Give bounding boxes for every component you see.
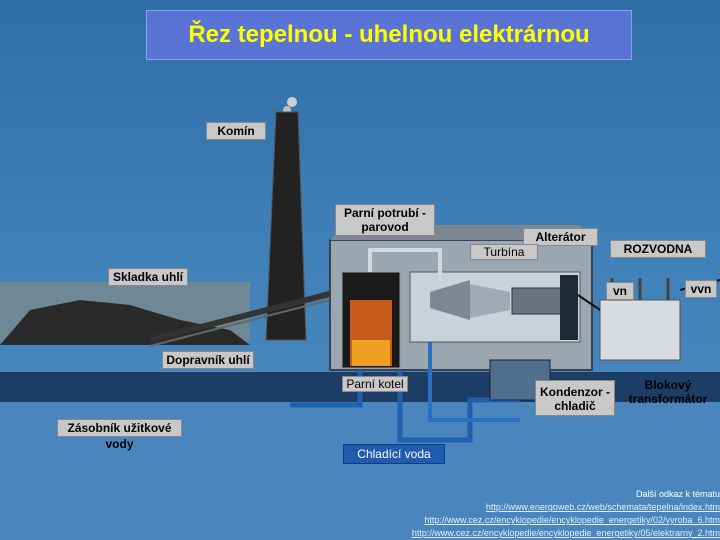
title-box: Řez tepelnou - uhelnou elektrárnou bbox=[146, 10, 632, 60]
label-alternator: Alterátor bbox=[523, 228, 598, 246]
label-block-transformer: Blokový transformátor bbox=[622, 378, 714, 406]
alternator bbox=[511, 287, 563, 315]
steam-pipe bbox=[368, 248, 442, 282]
label-boiler: Parní kotel bbox=[342, 376, 408, 392]
switchgear bbox=[560, 275, 578, 340]
label-condenser-line2: chladič bbox=[554, 399, 596, 413]
label-steam-pipe-line1: Parní potrubí - bbox=[344, 206, 426, 220]
hv-line bbox=[577, 294, 601, 311]
coal-pile bbox=[0, 300, 250, 345]
link-energoweb[interactable]: http://www.energoweb.cz/web/schemata/tep… bbox=[485, 502, 720, 512]
label-cooling-water: Chladící voda bbox=[343, 444, 445, 464]
related-links: Další odkaz k tématu http://www.energowe… bbox=[412, 488, 720, 540]
label-switchyard: ROZVODNA bbox=[610, 240, 706, 258]
label-water-reservoir: Zásobník užitkové vody bbox=[57, 419, 182, 451]
cooling-water-pipe bbox=[397, 370, 520, 443]
label-steam-pipe: Parní potrubí - parovod bbox=[335, 204, 435, 236]
smoke-puff bbox=[287, 97, 297, 107]
chimney bbox=[265, 111, 307, 341]
condenser-pipe bbox=[428, 342, 520, 422]
link-cez-elektrarny[interactable]: http://www.cez.cz/encyklopedie/encyklope… bbox=[411, 528, 720, 538]
label-vn: vn bbox=[606, 282, 634, 300]
label-coal-conveyor: Dopravník uhlí bbox=[162, 351, 254, 369]
label-chimney: Komín bbox=[206, 122, 266, 140]
boiler-flame bbox=[352, 340, 390, 366]
block-transformer bbox=[599, 299, 681, 361]
label-block-transformer-line2: transformátor bbox=[628, 392, 708, 406]
page-title: Řez tepelnou - uhelnou elektrárnou bbox=[188, 21, 590, 48]
coal-conveyor bbox=[149, 287, 346, 343]
label-condenser-line1: Kondenzor - bbox=[540, 385, 610, 399]
label-turbine: Turbína bbox=[470, 244, 538, 260]
link-cez-vyroba[interactable]: http://www.cez.cz/encyklopedie/encyklope… bbox=[424, 515, 720, 525]
label-vvn: vvn bbox=[685, 280, 717, 298]
label-condenser: Kondenzor - chladič bbox=[535, 380, 615, 416]
links-heading: Další odkaz k tématu bbox=[635, 489, 720, 499]
turbine bbox=[430, 280, 470, 320]
label-steam-pipe-line2: parovod bbox=[361, 220, 409, 234]
turbine-rotor bbox=[470, 284, 510, 318]
coal-conveyor-rail bbox=[149, 295, 346, 347]
label-block-transformer-line1: Blokový bbox=[644, 378, 692, 392]
label-coal-storage: Skladka uhlí bbox=[108, 268, 188, 286]
